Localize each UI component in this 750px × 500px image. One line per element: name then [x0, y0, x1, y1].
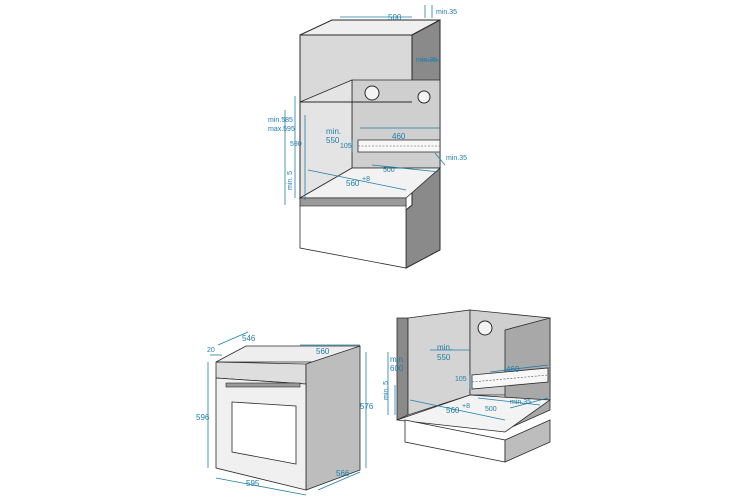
- dim-base-min-label-2: min.: [437, 343, 452, 352]
- dim-oven-566: 566: [336, 469, 350, 478]
- base-cable-hole-icon: [477, 320, 493, 336]
- dim-oven-560: 560: [316, 347, 330, 356]
- dim-top-560-sup: +8: [362, 176, 370, 183]
- dim-oven-546: 546: [242, 334, 256, 343]
- dim-top-500b: 500: [383, 167, 395, 174]
- dim-base-min5: min. 5: [383, 381, 390, 400]
- dim-top-min585: min.585: [268, 117, 293, 124]
- dim-top-min35-b: min.35: [416, 57, 437, 64]
- dim-top-560: 560: [346, 179, 360, 188]
- dim-base-500: 500: [485, 406, 497, 413]
- dim-top-min35-c: min.35: [446, 155, 467, 162]
- dim-top-min35-a: min.35: [436, 9, 457, 16]
- dim-oven-20: 20: [207, 347, 215, 354]
- oven-body-side: [305, 345, 361, 491]
- dim-top-min5: min. 5: [287, 171, 294, 190]
- dim-oven-595: 595: [246, 479, 260, 488]
- oven-diagram: [207, 331, 367, 496]
- dim-oven-596: 596: [196, 413, 210, 422]
- dim-base-600: 600: [390, 364, 404, 373]
- dim-top-550: 550: [326, 136, 340, 145]
- dim-base-min35: min.35: [510, 399, 531, 406]
- dim-top-590: 590: [290, 141, 302, 148]
- dim-top-max595: max.595: [268, 126, 295, 133]
- ventilation-slot: [357, 139, 441, 153]
- dim-top-105: 105: [340, 143, 352, 150]
- side-vent-hole-icon: [417, 90, 431, 104]
- dim-top-width: 500: [388, 13, 402, 22]
- oven-window: [231, 401, 297, 465]
- dim-base-min-label: min.: [390, 355, 405, 364]
- dim-top-min-label: min.: [326, 127, 341, 136]
- dim-base-460: 460: [506, 365, 520, 374]
- tall-cabinet-diagram: [284, 5, 446, 269]
- lower-cabinet-front: [299, 197, 407, 269]
- dim-top-460: 460: [392, 132, 406, 141]
- dim-oven-576: 576: [360, 402, 374, 411]
- cable-hole-icon: [364, 85, 380, 101]
- dim-base-560-sup: +8: [462, 403, 470, 410]
- oven-handle: [225, 382, 301, 388]
- base-ventilation-slot: [471, 367, 549, 390]
- base-plinth-side: [504, 419, 551, 463]
- dim-base-105: 105: [455, 376, 467, 383]
- dim-base-560: 560: [446, 406, 460, 415]
- dim-base-550: 550: [437, 353, 451, 362]
- base-cabinet-diagram: [387, 309, 552, 463]
